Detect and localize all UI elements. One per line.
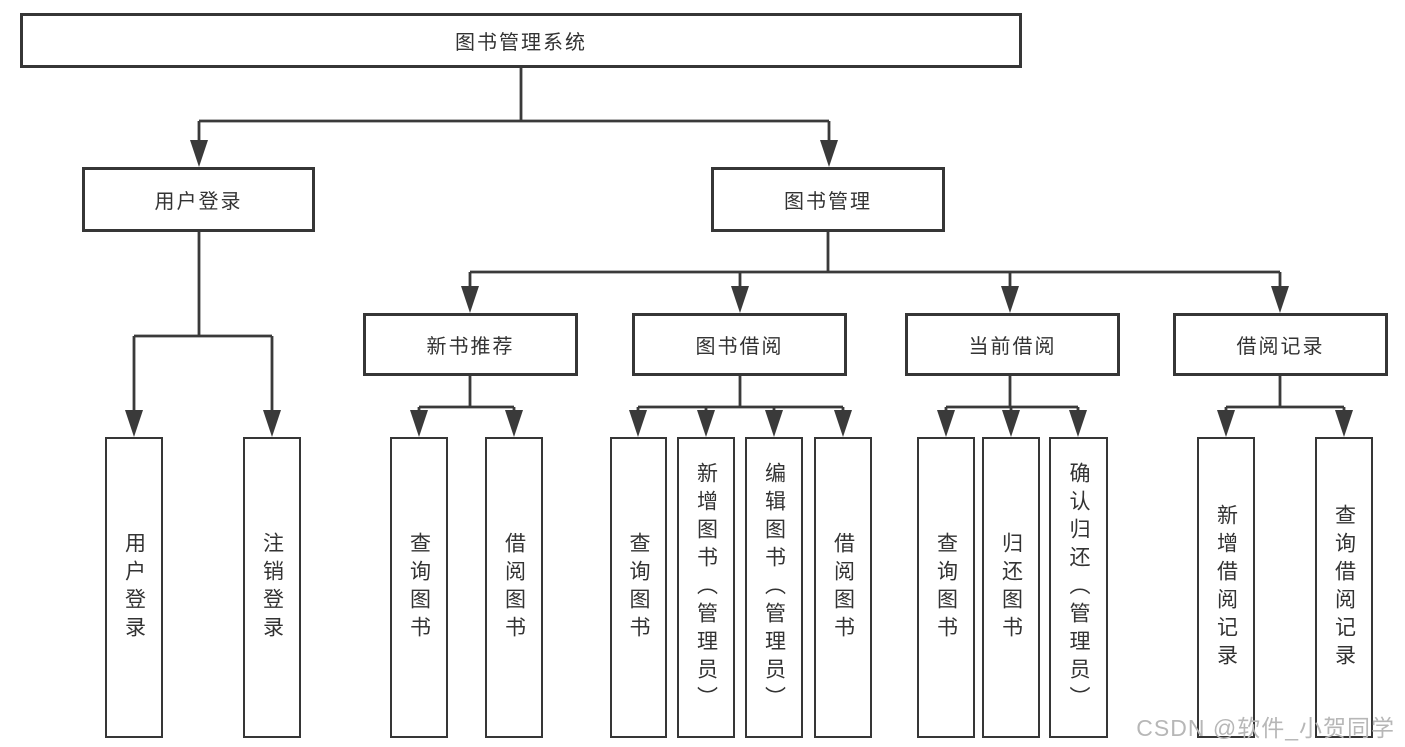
leaf-cb-query-books: 查询图书 [917,437,975,738]
leaf-bb-add-books-admin: 新增图书（管理员） [677,437,735,738]
node-user-login: 用户登录 [82,167,315,232]
leaf-bb-edit-books-admin: 编辑图书（管理员） [745,437,803,738]
node-current-borrow: 当前借阅 [905,313,1120,376]
leaf-br-query-record: 查询借阅记录 [1315,437,1373,738]
leaf-logout: 注销登录 [243,437,301,738]
node-book-management: 图书管理 [711,167,945,232]
arrowheads [125,140,1353,437]
node-new-book-recommend: 新书推荐 [363,313,578,376]
node-root: 图书管理系统 [20,13,1022,68]
leaf-cb-confirm-return-admin: 确认归还（管理员） [1049,437,1108,738]
leaf-bb-borrow-books: 借阅图书 [814,437,872,738]
leaf-user-login: 用户登录 [105,437,163,738]
leaf-rec-query-books: 查询图书 [390,437,448,738]
leaf-rec-borrow-books: 借阅图书 [485,437,543,738]
leaf-bb-query-books: 查询图书 [610,437,667,738]
leaf-br-add-record: 新增借阅记录 [1197,437,1255,738]
node-borrow-records: 借阅记录 [1173,313,1388,376]
leaf-cb-return-books: 归还图书 [982,437,1040,738]
node-book-borrow: 图书借阅 [632,313,847,376]
csdn-watermark: CSDN @软件_小贺同学 [1136,715,1395,741]
